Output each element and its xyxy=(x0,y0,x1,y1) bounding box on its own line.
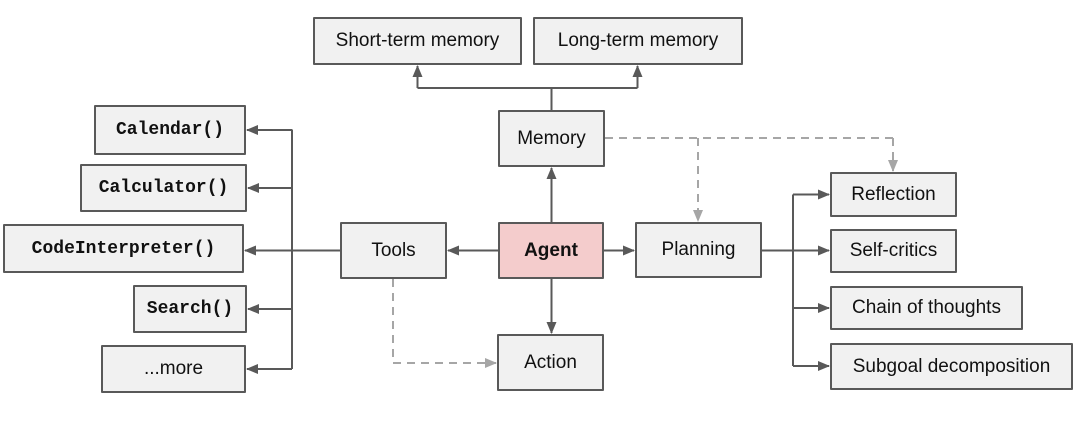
node-more: ...more xyxy=(101,345,246,393)
node-long-term-memory: Long-term memory xyxy=(533,17,743,65)
node-planning: Planning xyxy=(635,222,762,278)
node-reflection: Reflection xyxy=(830,172,957,217)
line-memory-branch xyxy=(417,87,638,110)
node-tools: Tools xyxy=(340,222,447,279)
node-memory: Memory xyxy=(498,110,605,167)
dashed-arrow-tools-to-action xyxy=(392,279,497,368)
node-subgoal-decomposition: Subgoal decomposition xyxy=(830,343,1073,390)
node-calculator: Calculator() xyxy=(80,164,247,212)
node-search: Search() xyxy=(133,285,247,333)
node-short-term-memory: Short-term memory xyxy=(313,17,522,65)
node-code-interpreter: CodeInterpreter() xyxy=(3,224,244,273)
node-chain-of-thoughts: Chain of thoughts xyxy=(830,286,1023,330)
node-self-critics: Self-critics xyxy=(830,229,957,273)
node-action: Action xyxy=(497,334,604,391)
node-agent: Agent xyxy=(498,222,604,279)
node-calendar: Calendar() xyxy=(94,105,246,155)
